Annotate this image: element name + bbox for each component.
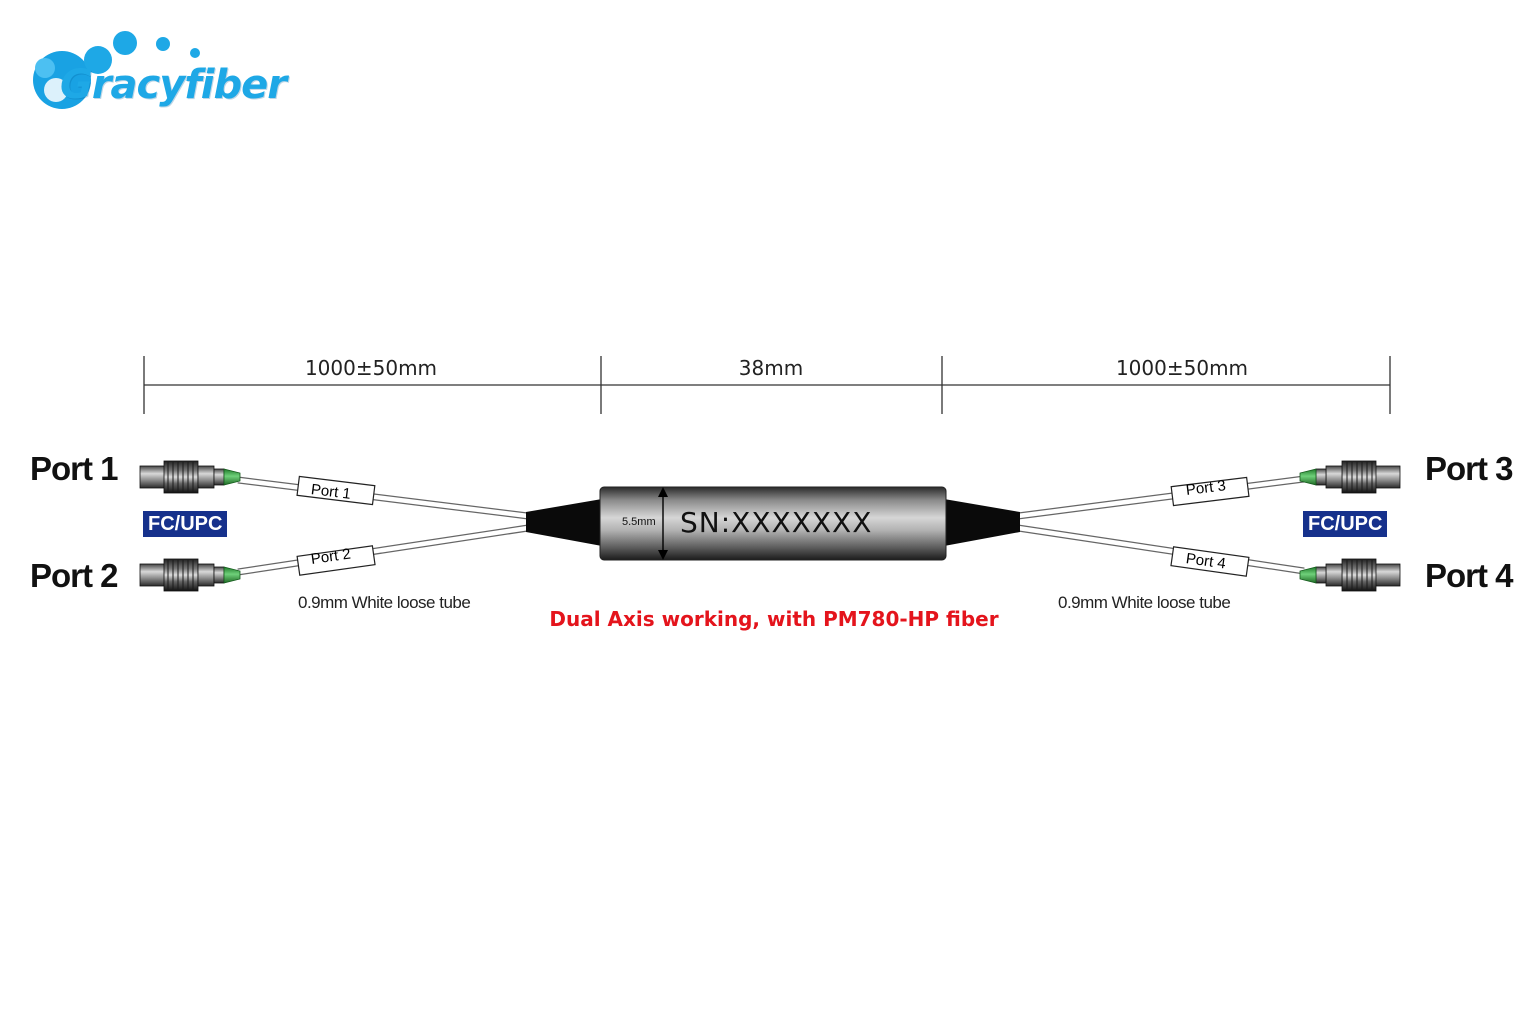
brand-logo: Gracyfiber: [60, 62, 287, 108]
dimension-body-length: 38mm: [738, 356, 804, 380]
fc-connector-port-1: [139, 460, 241, 494]
device-body: [599, 486, 947, 561]
working-note: Dual Axis working, with PM780-HP fiber: [549, 607, 999, 631]
port-3-label: Port 3: [1425, 450, 1514, 487]
dimension-right-lead: 1000±50mm: [1115, 356, 1249, 380]
device-serial-number: SN:XXXXXXX: [680, 506, 873, 539]
device-diameter-label: 5.5mm: [622, 516, 656, 528]
fiber-tags: [296, 475, 1250, 577]
tube-note-right: 0.9mm White loose tube: [1058, 593, 1231, 612]
port-2-label: Port 2: [30, 557, 119, 594]
fibers: [237, 475, 1305, 576]
fc-connector-port-4: [1299, 558, 1401, 592]
dimension-lines: [143, 356, 1391, 414]
connectors: [139, 460, 1401, 592]
fc-connector-port-3: [1299, 460, 1401, 494]
fc-connector-port-2: [139, 558, 241, 592]
connector-type-badge-right: FC/UPC: [1303, 511, 1388, 537]
connector-type-badge-left: FC/UPC: [143, 511, 228, 537]
logo-bubbles: [33, 31, 200, 109]
port-1-label: Port 1: [30, 450, 119, 487]
dimension-left-lead: 1000±50mm: [304, 356, 438, 380]
tube-note-left: 0.9mm White loose tube: [298, 593, 471, 612]
device-boots: [526, 499, 1020, 546]
port-4-label: Port 4: [1425, 557, 1514, 594]
